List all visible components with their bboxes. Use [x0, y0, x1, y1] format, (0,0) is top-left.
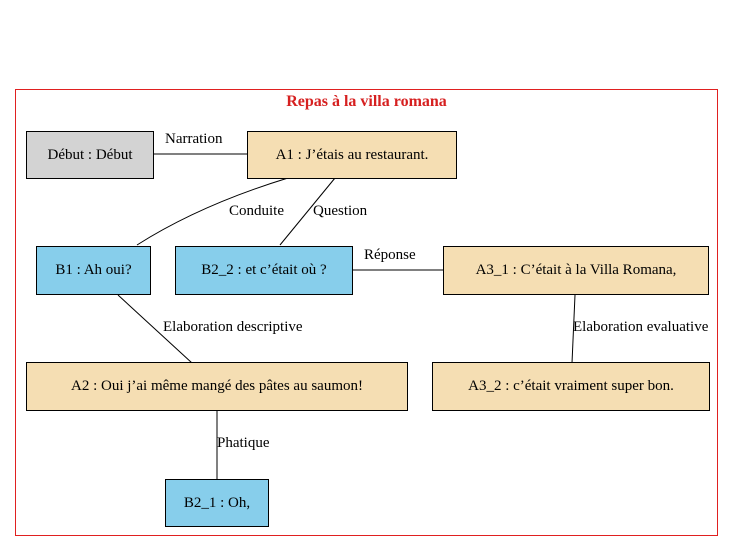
- edge-conduite: [136, 177, 289, 246]
- node-b2-1[interactable]: B2_1 : Oh,: [165, 479, 269, 527]
- diagram-frame: [15, 89, 718, 536]
- diagram-title: Repas à la villa romana: [286, 93, 447, 110]
- edge-question: [279, 177, 336, 246]
- node-b2-2[interactable]: B2_2 : et c’était où ?: [175, 246, 353, 295]
- label-elab-desc: Elaboration descriptive: [163, 319, 303, 335]
- node-a3-1[interactable]: A3_1 : C’était à la Villa Romana,: [443, 246, 709, 295]
- edge-elab-eval: [571, 294, 576, 364]
- label-reponse: Réponse: [364, 247, 416, 263]
- label-question: Question: [313, 203, 368, 219]
- node-a1[interactable]: A1 : J’étais au restaurant.: [247, 131, 457, 179]
- node-a3-2[interactable]: A3_2 : c’était vraiment super bon.: [432, 362, 710, 411]
- edge-elab-desc: [117, 294, 193, 364]
- label-phatique: Phatique: [217, 435, 270, 451]
- label-conduite: Conduite: [229, 203, 284, 219]
- label-elab-eval: Elaboration evaluative: [573, 319, 709, 335]
- node-a2[interactable]: A2 : Oui j’ai même mangé des pâtes au sa…: [26, 362, 408, 411]
- label-narration: Narration: [165, 131, 223, 147]
- node-debut[interactable]: Début : Début: [26, 131, 154, 179]
- node-b1[interactable]: B1 : Ah oui?: [36, 246, 151, 295]
